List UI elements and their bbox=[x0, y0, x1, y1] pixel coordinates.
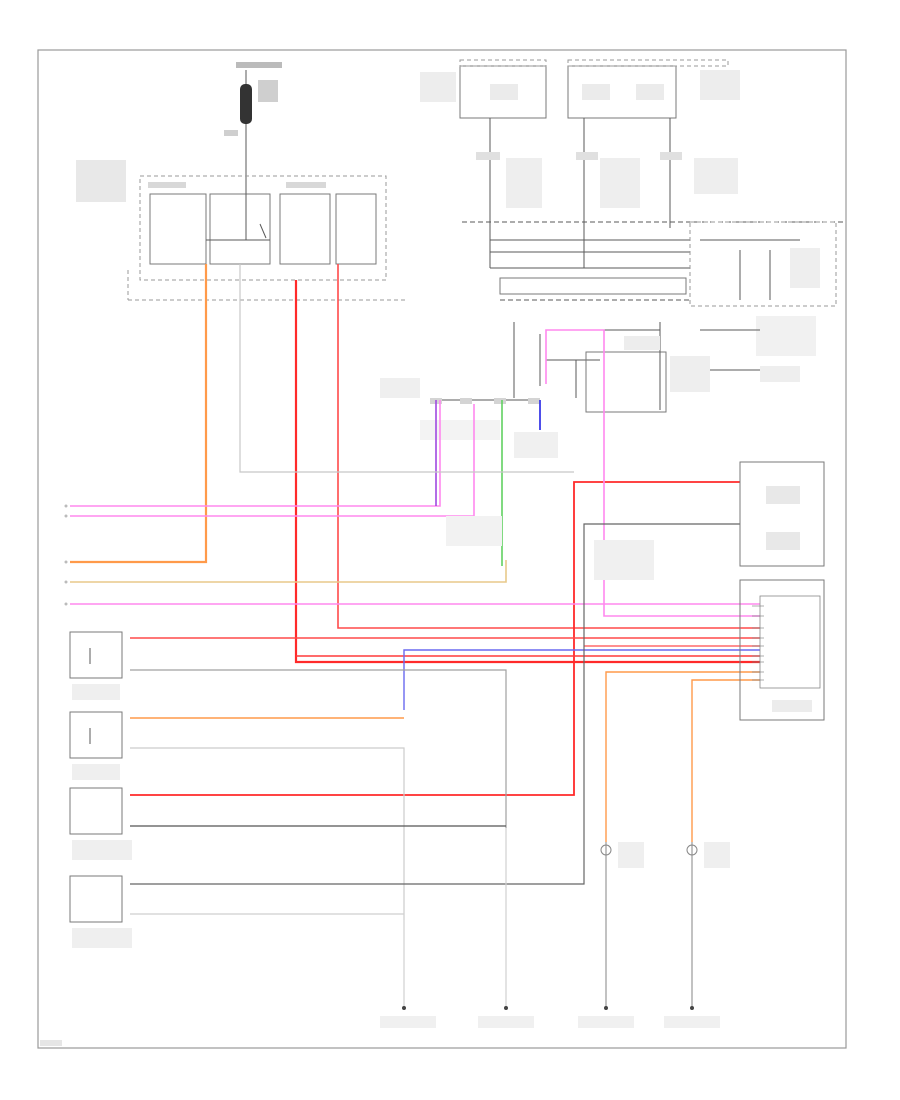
combination-switch bbox=[689, 221, 837, 371]
wire-pink-2 bbox=[70, 404, 475, 517]
wire-orange-2 bbox=[605, 671, 760, 842]
dimmer-relay-box bbox=[446, 516, 654, 580]
wire-blue-2 bbox=[403, 649, 760, 710]
wire-grey-1 bbox=[130, 669, 507, 828]
wire-red-3 bbox=[337, 264, 760, 629]
ground-labels bbox=[380, 1016, 720, 1028]
wire-orange-3 bbox=[691, 679, 760, 842]
daytime-running-light-controller bbox=[739, 579, 825, 721]
engine-room-junction-block bbox=[76, 160, 408, 301]
footer-tag-box bbox=[40, 1040, 62, 1046]
headlight-beam-relay-module bbox=[739, 461, 825, 567]
headlight-relay-group bbox=[420, 59, 740, 119]
right-high-beam-headlight bbox=[69, 875, 132, 948]
left-high-beam-headlight bbox=[69, 787, 132, 860]
wire-black-2 bbox=[130, 523, 740, 885]
wire-tan-1 bbox=[70, 560, 507, 583]
right-low-beam-headlight bbox=[69, 711, 123, 780]
right-indicator-lamp bbox=[686, 842, 730, 868]
dimmer-relay-area bbox=[513, 322, 800, 413]
wire-pink-1 bbox=[70, 400, 441, 507]
left-wire-terminals bbox=[64, 504, 68, 606]
diagram-frame bbox=[37, 49, 847, 1049]
wire-red-2 bbox=[294, 280, 760, 664]
left-low-beam-headlight bbox=[69, 631, 123, 700]
fuse-battery-component bbox=[224, 62, 282, 190]
junction-connectors bbox=[462, 118, 846, 301]
wire-pink-4 bbox=[545, 329, 760, 617]
left-indicator-lamp bbox=[600, 842, 644, 868]
wire-red-1 bbox=[70, 264, 208, 564]
wire-grey-2 bbox=[130, 747, 405, 920]
wire-white-1 bbox=[239, 264, 574, 473]
center-connector-cluster bbox=[380, 378, 558, 458]
